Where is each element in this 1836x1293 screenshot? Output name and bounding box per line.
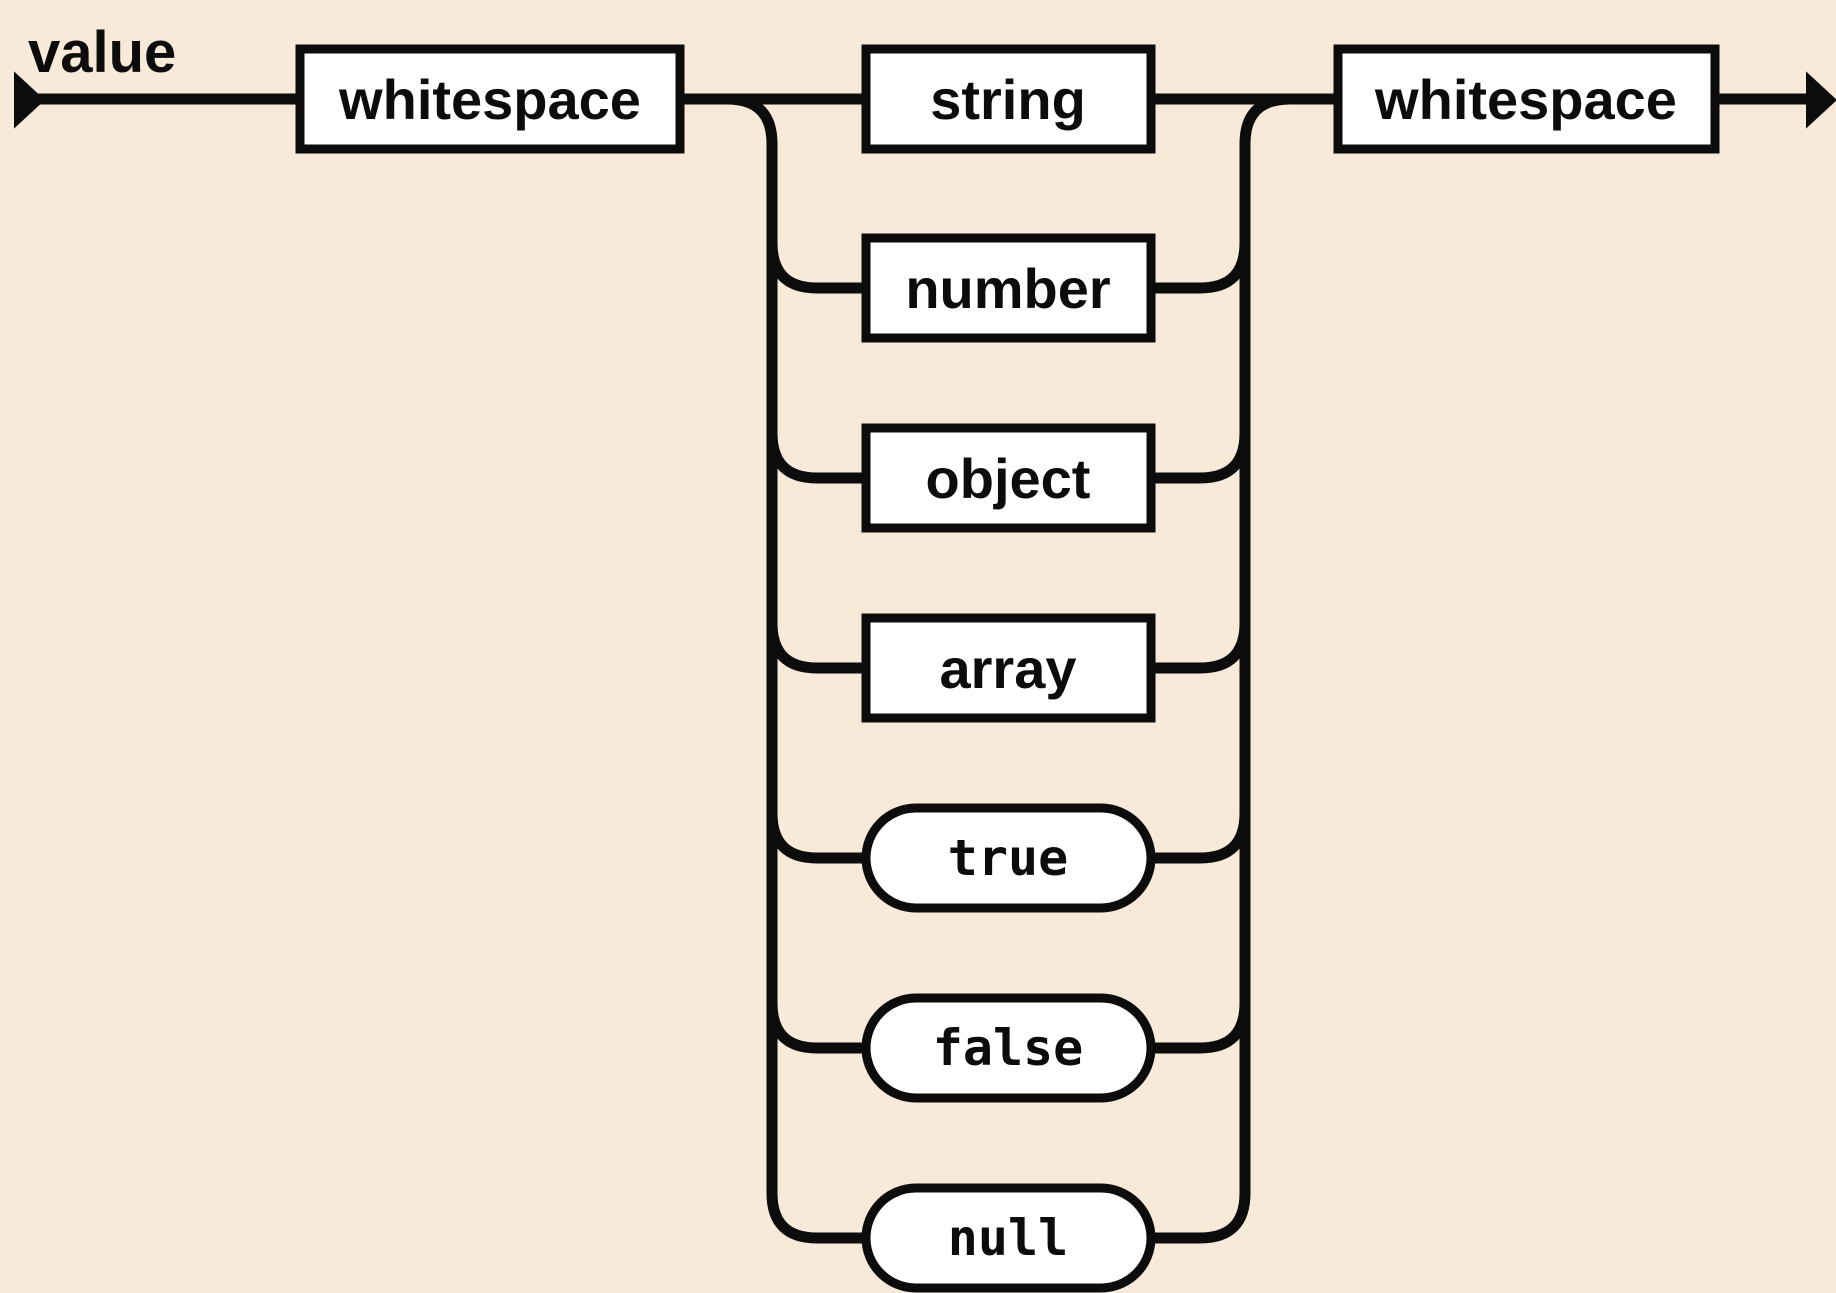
node-whitespace-after-box bbox=[1333, 44, 1720, 154]
diagram-title: value bbox=[28, 20, 176, 85]
node-array: array bbox=[861, 613, 1156, 723]
branch-left-rail bbox=[726, 93, 866, 1244]
node-null: null bbox=[861, 1183, 1156, 1293]
node-array-label: array bbox=[939, 637, 1076, 700]
branch-right-rail bbox=[1151, 93, 1338, 1244]
node-whitespace-after-label: whitespace bbox=[1374, 68, 1677, 131]
node-string-label: string bbox=[930, 68, 1086, 131]
node-number-label: number bbox=[905, 257, 1110, 320]
node-null-label: null bbox=[948, 1209, 1068, 1267]
node-null-pill bbox=[861, 1183, 1156, 1293]
node-array-box bbox=[861, 613, 1156, 723]
node-whitespace-after: whitespace bbox=[1333, 44, 1720, 154]
node-number: number bbox=[861, 233, 1156, 343]
node-object: object bbox=[861, 423, 1156, 533]
line-start-right-arrow-icon bbox=[14, 71, 45, 129]
node-whitespace-before: whitespace bbox=[295, 44, 685, 154]
node-string-box bbox=[861, 44, 1156, 154]
node-object-box bbox=[861, 423, 1156, 533]
node-false: false bbox=[861, 993, 1156, 1103]
node-object-label: object bbox=[926, 447, 1091, 510]
node-false-pill bbox=[861, 993, 1156, 1103]
line-end-right-arrow-icon bbox=[1806, 71, 1836, 129]
node-number-box bbox=[861, 233, 1156, 343]
node-true: true bbox=[861, 803, 1156, 913]
node-true-pill bbox=[861, 803, 1156, 913]
node-whitespace-before-label: whitespace bbox=[338, 68, 641, 131]
node-true-label: true bbox=[948, 829, 1068, 887]
node-false-label: false bbox=[933, 1019, 1084, 1077]
node-whitespace-before-box bbox=[295, 44, 685, 154]
node-string: string bbox=[861, 44, 1156, 154]
